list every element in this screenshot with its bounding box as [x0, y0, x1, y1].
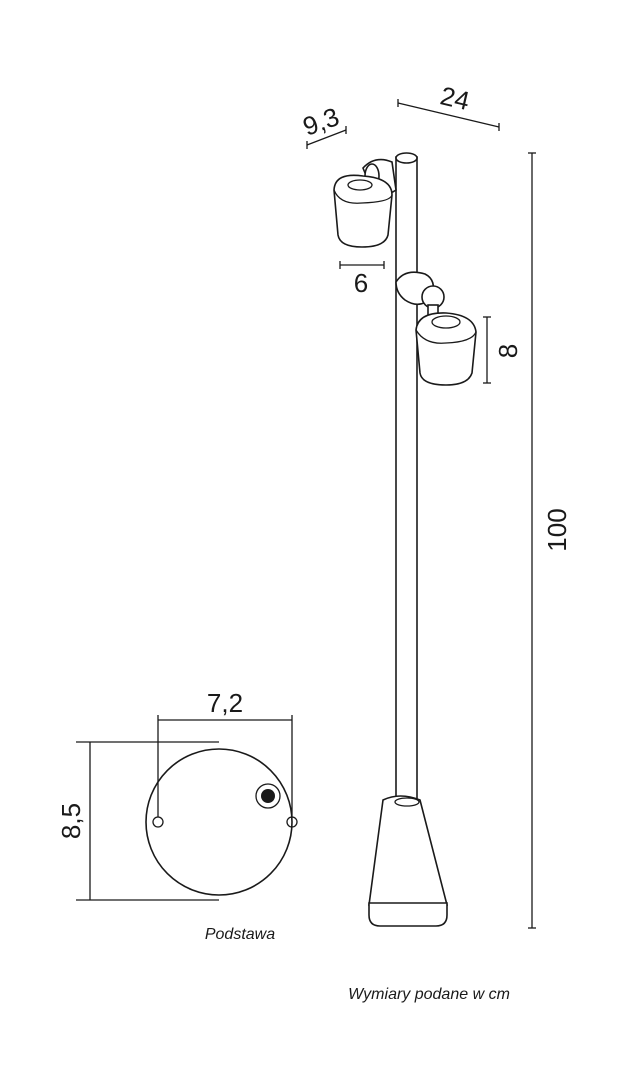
cable-entry [255, 783, 281, 809]
dimension-head-width: 6 [339, 261, 385, 298]
base-plate [145, 748, 298, 896]
base-caption: Podstawa [205, 926, 275, 943]
lamp-base-cone [368, 795, 449, 927]
dimension-hole-spacing: 7,2 [157, 688, 293, 817]
hole-spacing-label: 7,2 [207, 688, 243, 718]
total-height-label: 100 [542, 508, 572, 551]
dimension-base-diameter: 8,5 [56, 741, 219, 901]
head-width-label: 6 [354, 268, 368, 298]
head-height-label: 8 [493, 344, 523, 358]
depth-label: 9,3 [299, 101, 343, 142]
dimension-head-height: 8 [483, 316, 523, 384]
units-note: Wymiary podane w cm [348, 986, 510, 1003]
upper-lamp-head [333, 158, 397, 248]
width-label: 24 [438, 80, 473, 116]
lower-lamp-head [395, 271, 477, 386]
dimension-total-height: 100 [528, 152, 572, 929]
dimension-width: 24 [397, 80, 500, 131]
lamp-pole [395, 152, 418, 803]
dimension-depth: 9,3 [299, 101, 347, 149]
base-diameter-label: 8,5 [56, 803, 86, 839]
